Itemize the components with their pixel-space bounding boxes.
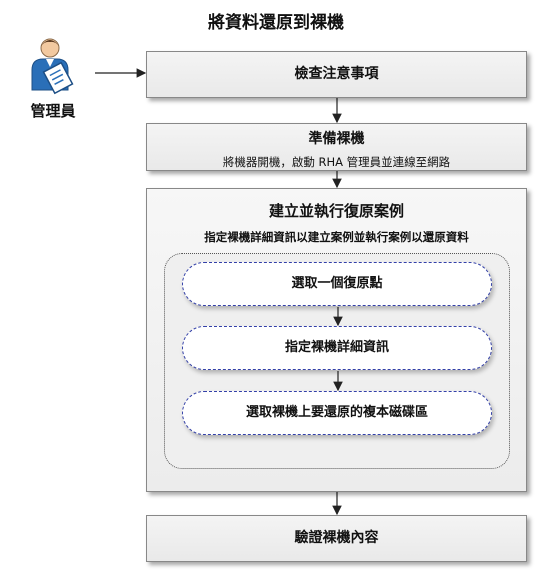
step-check-notes: 檢查注意事項 [146,51,527,98]
substep-select-recovery-point: 選取一個復原點 [182,262,492,306]
step-title: 準備裸機 [308,131,365,147]
substep-group: 選取一個復原點 指定裸機詳細資訊 選取裸機上要還原的複本磁碟區 [164,253,510,469]
substep-specify-bare-metal-details: 指定裸機詳細資訊 [182,326,492,370]
substep-select-replica-volumes: 選取裸機上要還原的複本磁碟區 [182,391,492,435]
step-description: 指定裸機詳細資訊以建立案例並執行案例以還原資料 [204,230,469,244]
substep-arrows [333,307,343,392]
step-prepare-bare-metal: 準備裸機 將機器開機，啟動 RHA 管理員並連線至網路 [146,123,527,171]
step-title: 驗證裸機內容 [294,530,379,546]
step-description: 將機器開機，啟動 RHA 管理員並連線至網路 [222,155,451,169]
step-title: 建立並執行復原案例 [268,202,404,220]
step-create-run-recovery-scenario: 建立並執行復原案例 指定裸機詳細資訊以建立案例並執行案例以還原資料 選取一個復原… [146,188,527,492]
actor-administrator: 管理員 [18,34,88,126]
diagram-title: 將資料還原到裸機 [208,13,344,33]
administrator-icon [31,38,74,95]
step-title: 檢查注意事項 [294,66,379,82]
actor-label: 管理員 [30,102,76,120]
step-verify-bare-metal: 驗證裸機內容 [146,515,527,562]
